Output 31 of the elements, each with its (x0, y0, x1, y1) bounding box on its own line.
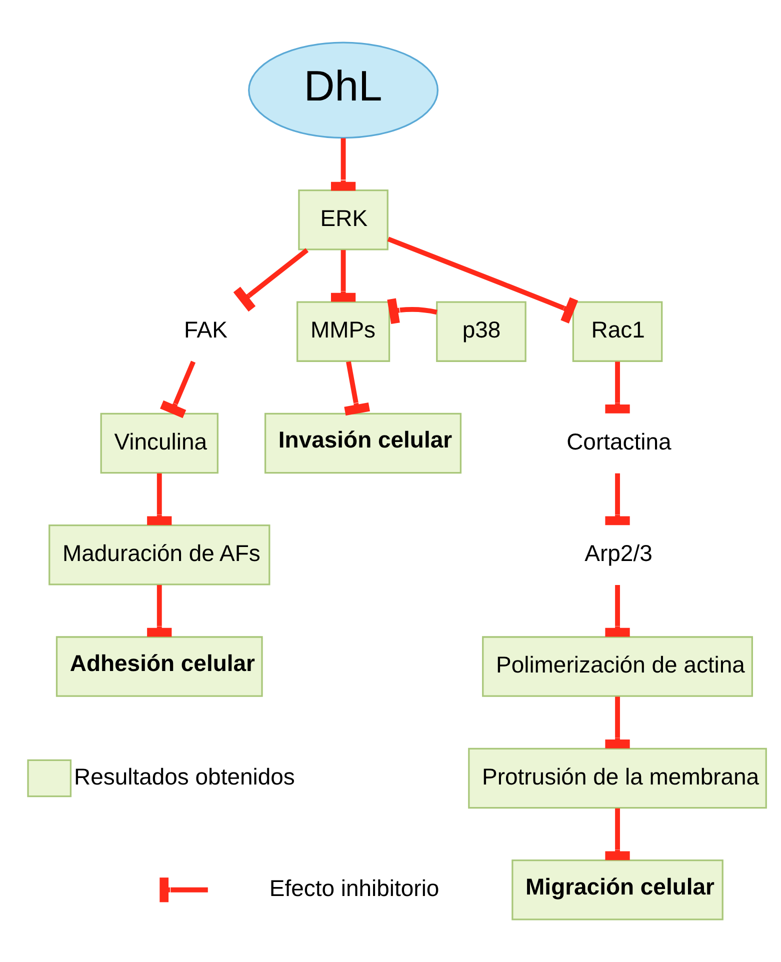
node-box: MMPs (296, 301, 390, 362)
connector (330, 250, 356, 302)
node-box: Vinculina (100, 412, 218, 474)
node-ellipse: DhL (248, 42, 439, 139)
node-box: Adhesión celular (56, 636, 263, 697)
node-box: Rac1 (572, 301, 663, 362)
node-box: Invasión celular (264, 412, 462, 474)
node-box: Protrusión de la membrana (468, 748, 767, 809)
node-box: p38 (436, 301, 526, 362)
connector (160, 360, 196, 418)
connector (344, 361, 370, 416)
node-box: Polimerización de actina (482, 636, 753, 697)
connector (147, 585, 172, 637)
node-box: Migración celular (512, 860, 724, 920)
legend-label: Resultados obtenidos (74, 763, 295, 790)
connector (605, 585, 630, 637)
node-box: ERK (298, 190, 388, 250)
connector (605, 362, 630, 414)
connector (605, 473, 630, 526)
node-text: Arp2/3 (584, 540, 652, 566)
connector (605, 696, 630, 748)
node-text: FAK (184, 316, 228, 343)
node-box: Maduración de AFs (48, 524, 270, 586)
connector (387, 298, 438, 324)
connector (147, 473, 172, 526)
connector (233, 248, 309, 312)
legend-label: Efecto inhibitorio (269, 874, 440, 901)
connector (605, 808, 630, 860)
node-text: Cortactina (566, 428, 672, 454)
connector (387, 236, 578, 324)
connector (330, 138, 356, 191)
